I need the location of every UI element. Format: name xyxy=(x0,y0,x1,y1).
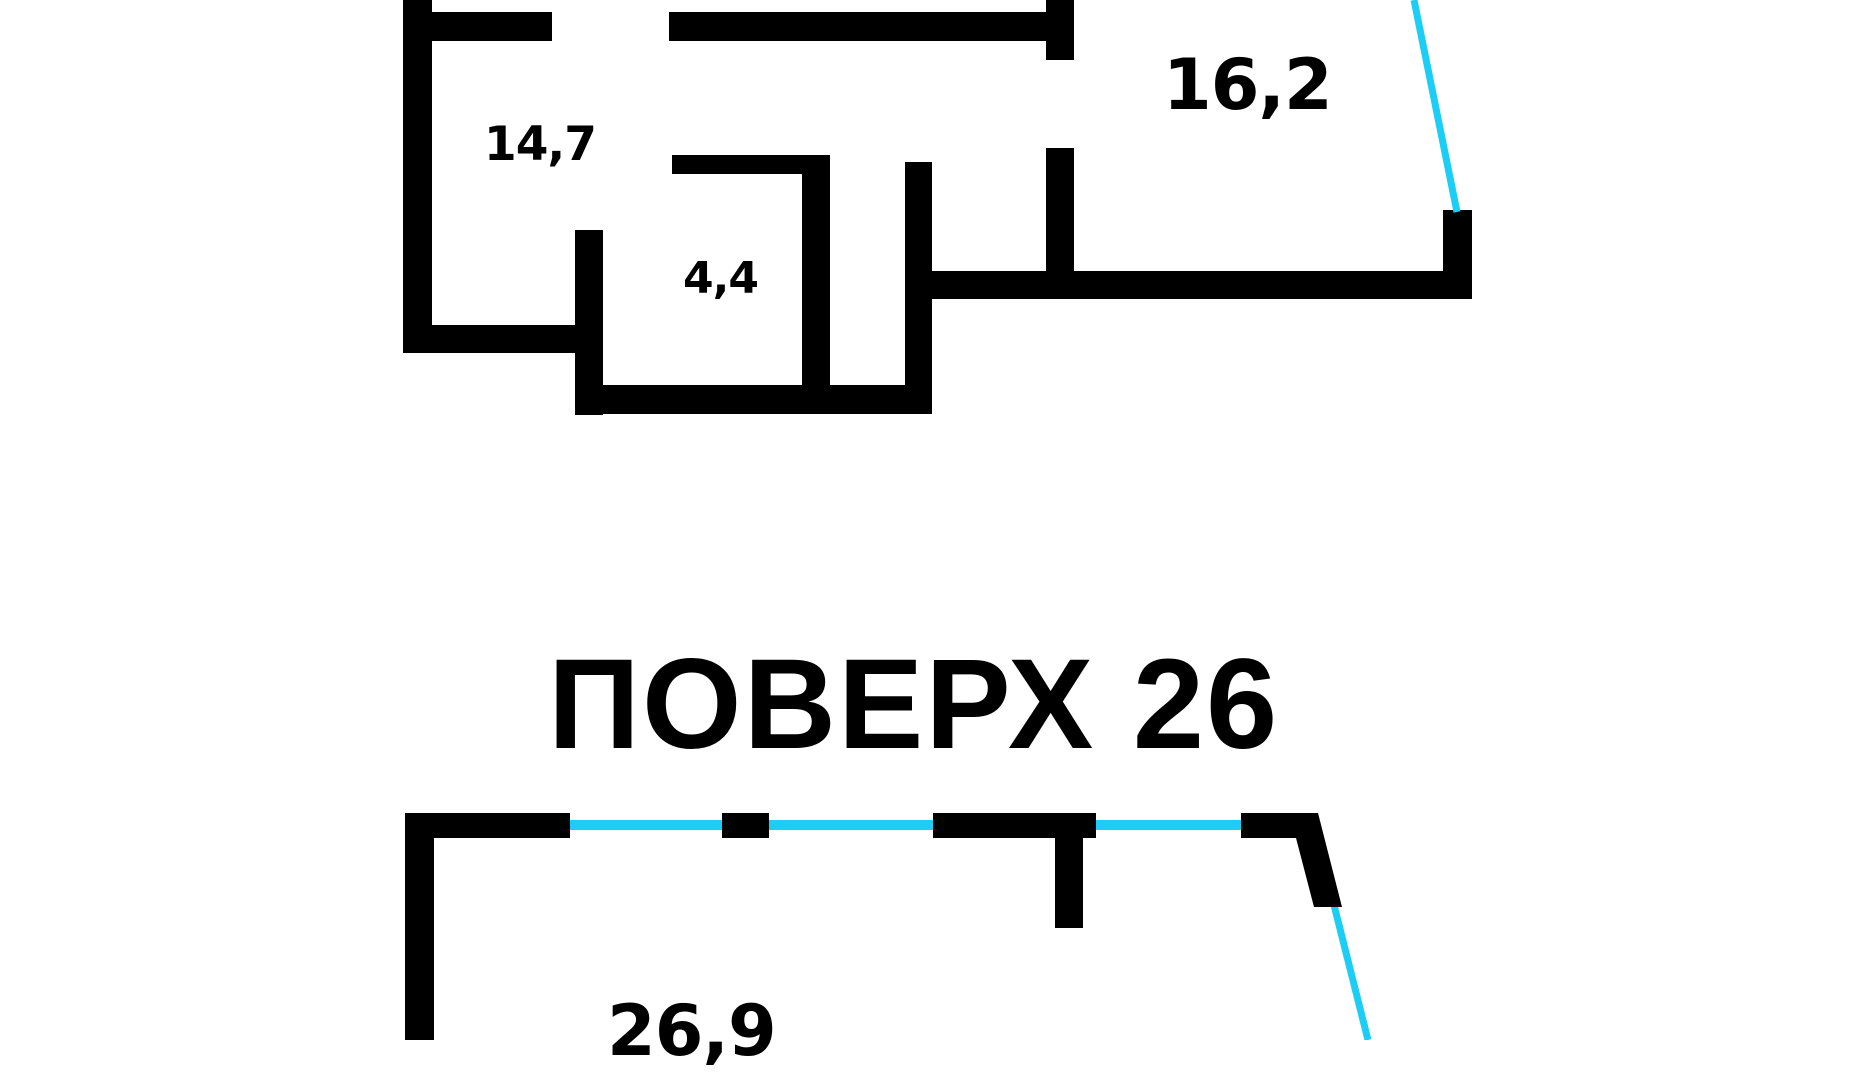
wall xyxy=(1046,0,1074,60)
upper-plan-walls xyxy=(403,0,1472,415)
wall xyxy=(403,325,603,353)
floor-plan-drawing xyxy=(403,0,1472,1041)
wall xyxy=(1046,148,1074,278)
wall xyxy=(403,12,552,41)
room-area-label: 4,4 xyxy=(683,253,759,304)
room-area-label: 26,9 xyxy=(607,990,777,1072)
wall xyxy=(405,813,570,838)
wall xyxy=(575,230,603,415)
wall xyxy=(403,0,432,353)
floor-plan-canvas: 14,7 4,4 16,2 ПОВЕРХ 26 26,9 xyxy=(403,0,1472,1066)
wall xyxy=(802,155,830,400)
window xyxy=(1330,904,1372,1041)
window xyxy=(1410,0,1461,213)
wall xyxy=(722,813,769,838)
room-area-label: 14,7 xyxy=(484,117,597,172)
wall xyxy=(905,271,1472,299)
wall xyxy=(1055,813,1083,928)
lower-plan-walls xyxy=(405,813,1342,1040)
wall xyxy=(575,385,932,414)
wall xyxy=(405,813,434,1040)
upper-plan-windows xyxy=(1410,0,1461,213)
room-area-label: 16,2 xyxy=(1163,44,1333,126)
wall xyxy=(1296,813,1342,907)
wall xyxy=(1443,210,1472,299)
wall xyxy=(669,12,1074,41)
floor-title: ПОВЕРХ 26 xyxy=(548,633,1280,776)
lower-plan-windows xyxy=(570,820,1372,1041)
wall xyxy=(672,155,830,174)
